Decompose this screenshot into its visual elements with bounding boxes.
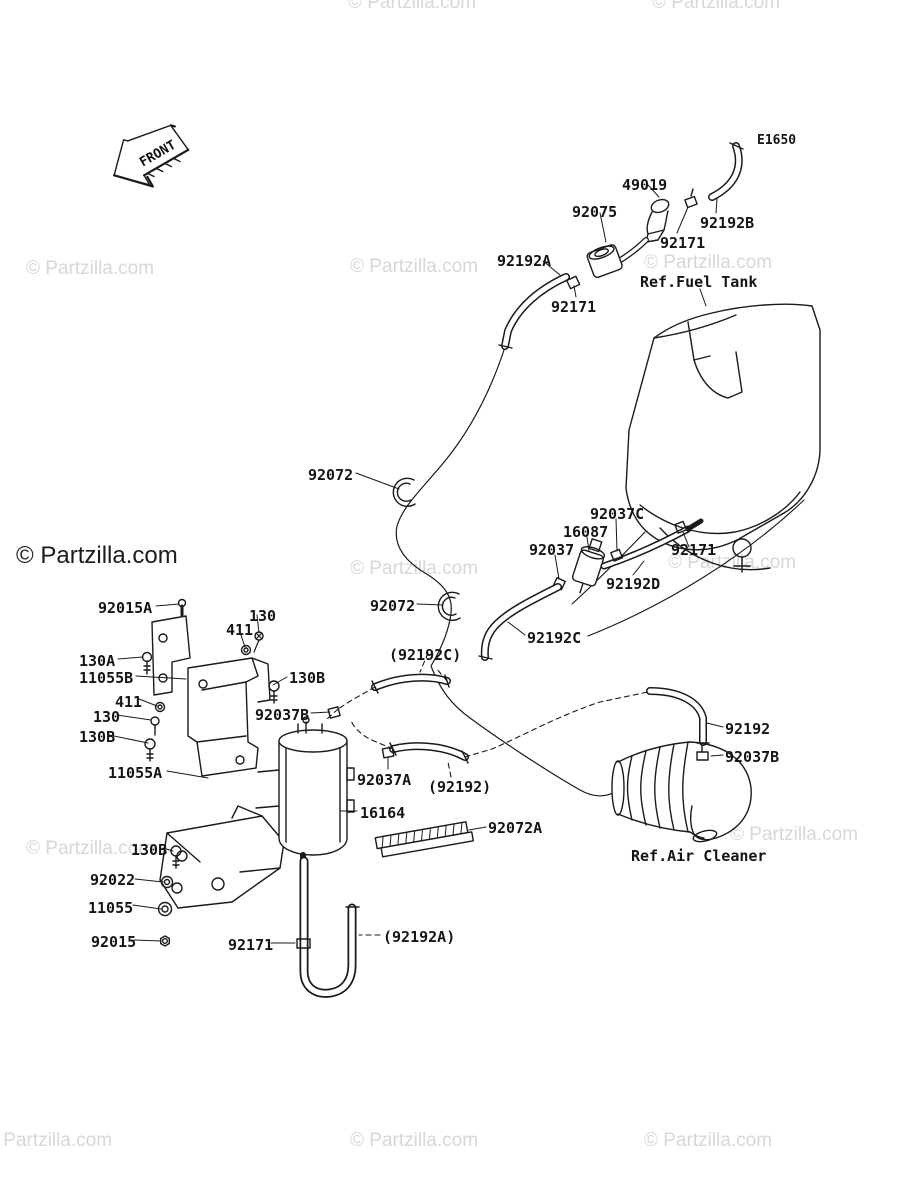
part-label-92192a-alt: (92192A) <box>383 928 456 946</box>
watermark: © Partzilla.com <box>652 0 781 13</box>
part-label-92037b-left: 92037B <box>255 706 310 724</box>
part-label-130-top: 130 <box>249 607 277 625</box>
tank-underside-line <box>587 499 805 637</box>
air-cleaner-art <box>611 741 752 843</box>
part-label-130-2: 130 <box>93 708 121 726</box>
part-label-130b-2: 130B <box>79 728 116 746</box>
part-label-92192b: 92192B <box>700 214 755 232</box>
fuel-tank-art <box>625 303 821 573</box>
part-label-92171-bottom: 92171 <box>228 936 274 954</box>
part-label-92037a: 92037A <box>357 771 412 789</box>
part-label-92015a: 92015A <box>98 599 153 617</box>
hose-92192c-alt-art <box>327 673 451 719</box>
part-label-49019: 49019 <box>622 176 668 194</box>
part-label-92192a: 92192A <box>497 252 552 270</box>
part-label-92072-left: 92072 <box>308 466 354 484</box>
hose-92192-art <box>646 687 710 761</box>
part-label-130b-3: 130B <box>131 841 168 859</box>
part-label-92075: 92075 <box>572 203 618 221</box>
watermark: © Partzilla.com <box>644 1130 773 1151</box>
part-label-92192-alt: (92192) <box>428 778 492 796</box>
watermark: © Partzilla.com <box>350 256 479 277</box>
watermark: © Partzilla.com <box>350 558 479 579</box>
top-hose-assembly-art <box>498 142 744 350</box>
hose-92192-alt-art <box>381 742 469 764</box>
front-arrow: FRONT <box>112 124 190 188</box>
watermark: © Partzilla.com <box>350 1130 479 1151</box>
watermark-dark: © Partzilla.com <box>16 542 178 569</box>
part-label-92015: 92015 <box>91 933 137 951</box>
bottom-hose-art <box>296 856 360 998</box>
part-label-92192c: 92192C <box>527 629 582 647</box>
part-label-130a: 130A <box>79 652 116 670</box>
part-label-16087: 16087 <box>563 523 609 541</box>
hose-routing-line <box>395 346 619 797</box>
upper-bracket-art <box>151 598 191 696</box>
part-label-11055a: 11055A <box>108 764 163 782</box>
watermark: © Partzilla.com <box>644 252 773 273</box>
watermark: © Partzilla.com <box>26 838 155 859</box>
part-label-92171-top: 92171 <box>660 234 706 252</box>
watermark: © Partzilla.com <box>730 824 859 845</box>
part-label-11055b: 11055B <box>79 669 134 687</box>
watermark: © Partzilla.com <box>26 258 155 279</box>
part-label-92192d: 92192D <box>606 575 661 593</box>
part-label-92022: 92022 <box>90 871 136 889</box>
part-label-16164: 16164 <box>360 804 406 822</box>
part-label-92192: 92192 <box>725 720 771 738</box>
leader-lines <box>108 184 724 944</box>
strap-art <box>374 821 474 858</box>
canister-art <box>278 716 355 865</box>
part-label-92037c: 92037C <box>590 505 645 523</box>
part-label-92037: 92037 <box>529 541 575 559</box>
part-label-92171-mid: 92171 <box>671 541 717 559</box>
part-label-411-top: 411 <box>226 621 254 639</box>
part-label-92037b-right: 92037B <box>725 748 780 766</box>
evap-valve-assembly-art <box>478 518 704 661</box>
diagram-code: E1650 <box>757 133 797 148</box>
retainer-clip-art <box>392 477 461 621</box>
watermark: © Partzilla.com <box>348 0 477 13</box>
part-label-411-2: 411 <box>115 693 143 711</box>
dashed-connector-lines <box>325 652 649 936</box>
ref-label-fuel-tank: Ref.Fuel Tank <box>640 273 758 291</box>
main-bracket-art <box>187 657 280 809</box>
part-label-92192c-alt: (92192C) <box>389 646 462 664</box>
part-label-11055: 11055 <box>88 899 134 917</box>
part-label-92072a: 92072A <box>488 819 543 837</box>
part-label-92171-upper: 92171 <box>551 298 597 316</box>
ref-label-air-cleaner: Ref.Air Cleaner <box>631 847 767 865</box>
lower-bracket-art <box>159 805 285 909</box>
watermark: © Partzilla.com <box>0 1130 113 1151</box>
tank-underside-line2 <box>571 531 646 605</box>
part-label-130b-1: 130B <box>289 669 326 687</box>
part-label-92072-mid: 92072 <box>370 597 416 615</box>
